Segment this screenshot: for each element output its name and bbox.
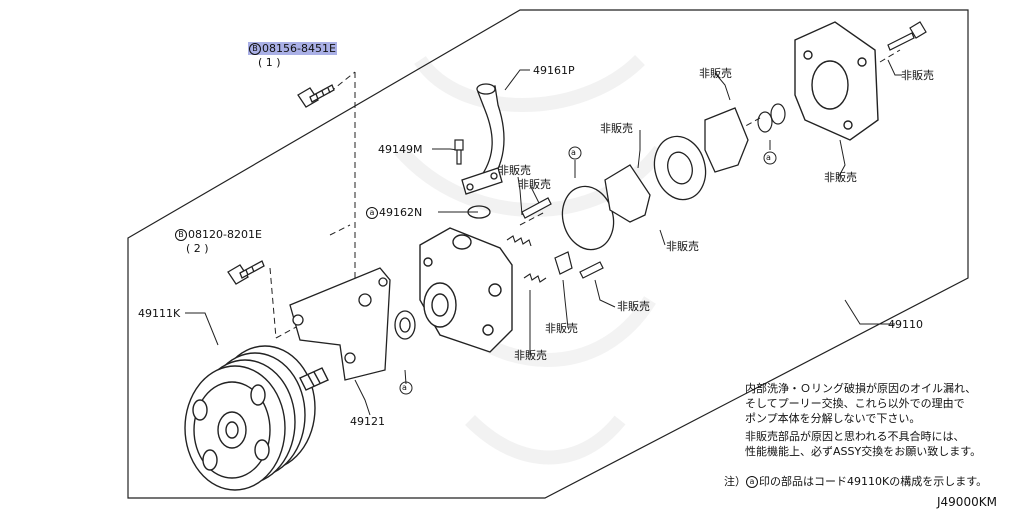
ref-a-icon: a — [746, 476, 758, 488]
part-number: 49162N — [379, 206, 423, 219]
not-sold-label: 非販売 — [498, 164, 531, 177]
bolt-left — [227, 260, 265, 285]
rotor — [653, 135, 707, 201]
part-number: 08156-8451E — [262, 42, 336, 55]
note-line-4: 非販売部品が原因と思われる不具合時には、 — [745, 430, 965, 443]
pins — [521, 197, 604, 279]
not-sold-label: 非販売 — [824, 171, 857, 184]
ref-a-icon: a — [366, 207, 378, 219]
oil-seal — [394, 310, 416, 340]
diagram-code: J49000KM — [937, 495, 997, 509]
bolt-top — [297, 84, 335, 108]
note-line-5: 性能機能上、必ずASSY交換をお願い致します。 — [745, 445, 982, 458]
footnote-prefix: 注） — [724, 475, 746, 488]
ref-mark-a: a — [571, 148, 576, 157]
bolt-rear — [887, 21, 927, 51]
part-qty-bolt-left: ( 2 ) — [186, 242, 209, 255]
part-qty-bolt-top: ( 1 ) — [258, 56, 281, 69]
pulley — [184, 345, 329, 491]
not-sold-label: 非販売 — [699, 67, 732, 80]
side-plate — [604, 164, 651, 223]
note-line-1: 内部洗浄・Ｏリング破損が原因のオイル漏れ、 — [745, 382, 977, 395]
pipe — [461, 83, 505, 195]
part-label-pipe: 49161P — [533, 64, 575, 77]
springs — [506, 235, 547, 283]
not-sold-label: 非販売 — [901, 69, 934, 82]
not-sold-label: 非販売 — [518, 178, 551, 191]
part-label-assembly: 49110 — [888, 318, 923, 331]
pump-housing — [419, 227, 513, 353]
note-line-3: ポンプ本体を分解しないで下さい。 — [745, 412, 921, 425]
part-label-bracket: 49121 — [350, 415, 385, 428]
not-sold-label: 非販売 — [514, 349, 547, 362]
note-line-2: そしてプーリー交換、これら以外での理由で — [745, 397, 965, 410]
ref-b-icon: B — [249, 43, 261, 55]
part-label-pulley: 49111K — [138, 307, 181, 320]
ref-marks — [399, 146, 777, 395]
not-sold-label: 非販売 — [617, 300, 650, 313]
footnote-text: 印の部品はコード49110Kの構成を示します。 — [759, 475, 988, 488]
not-sold-label: 非販売 — [545, 322, 578, 335]
assembly-boundary — [127, 9, 969, 499]
part-label-stud: 49149M — [378, 143, 423, 156]
ref-mark-a: a — [766, 153, 771, 162]
small-o-rings — [757, 103, 786, 133]
cam-ring — [704, 107, 749, 173]
ref-b-icon: B — [175, 229, 187, 241]
bracket — [289, 267, 391, 381]
o-ring-small — [467, 205, 491, 219]
not-sold-label: 非販売 — [600, 122, 633, 135]
not-sold-label: 非販売 — [666, 240, 699, 253]
rear-cover — [794, 21, 879, 141]
stud — [454, 139, 464, 165]
ref-mark-a: a — [402, 383, 407, 392]
part-number: 08120-8201E — [188, 228, 262, 241]
